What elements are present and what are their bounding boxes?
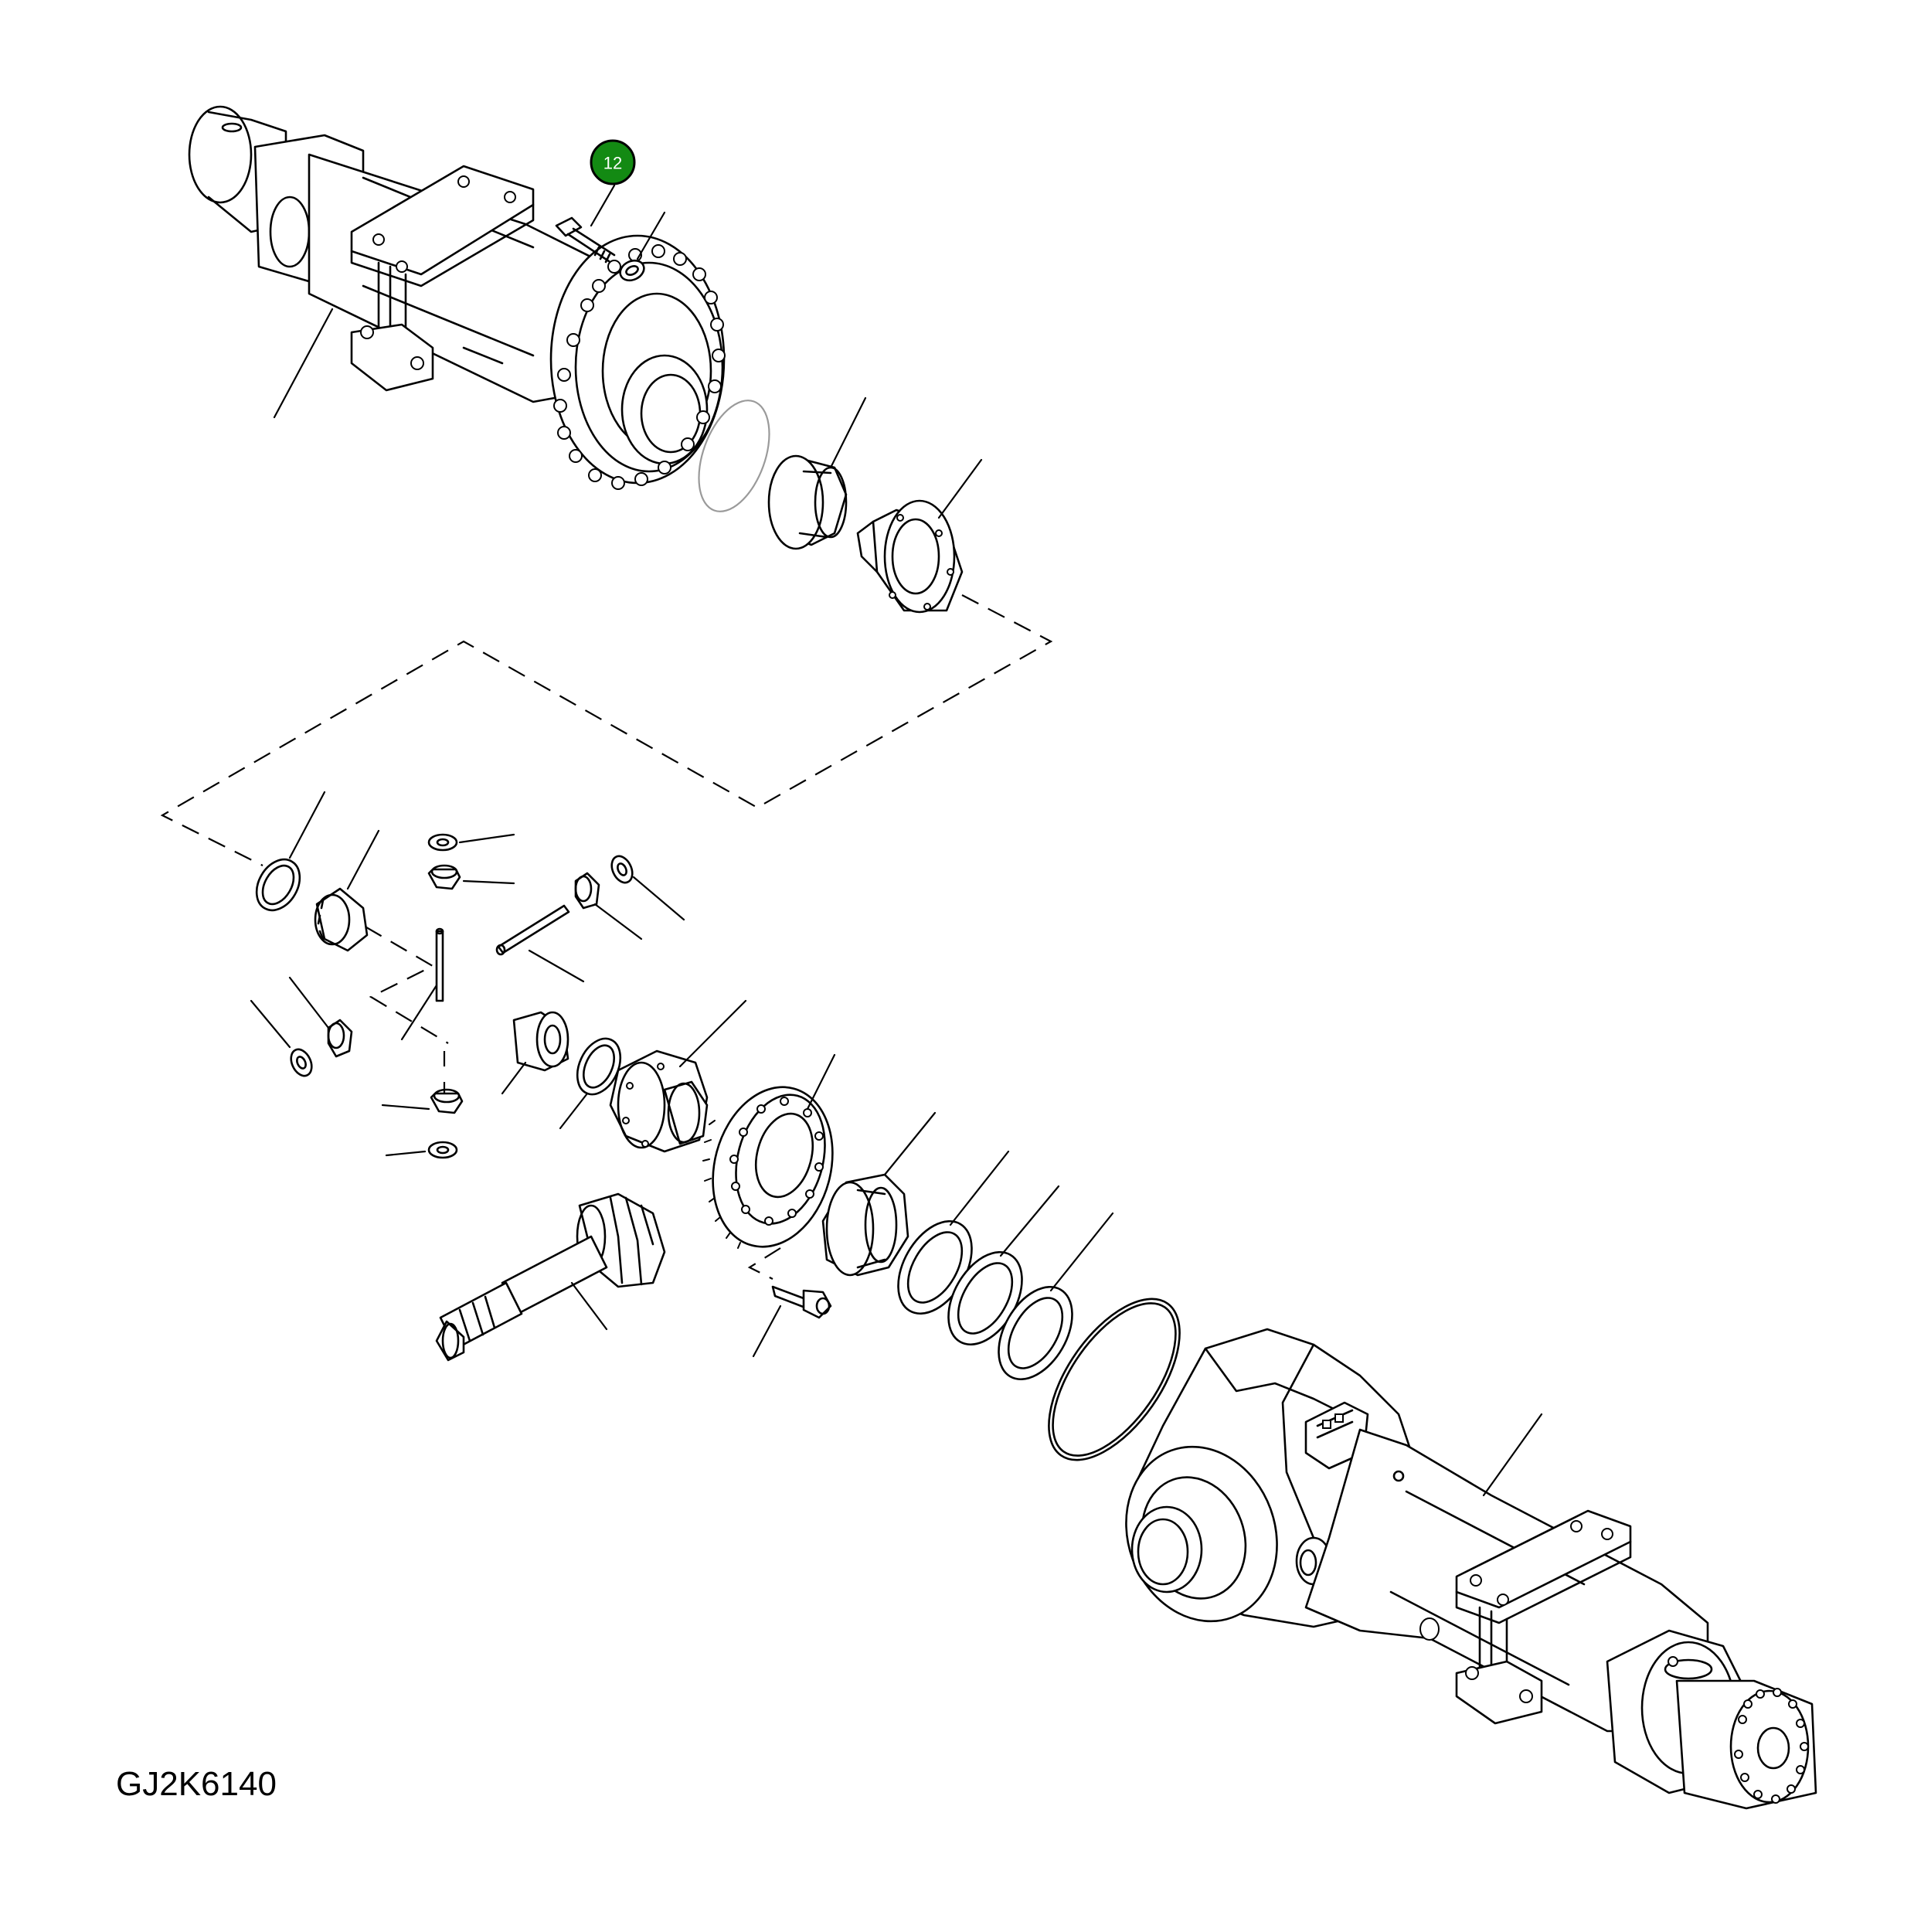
callout-12[interactable]: 12 xyxy=(590,139,636,185)
shim-stack xyxy=(897,1150,1114,1381)
assembly-line-bolt xyxy=(747,1247,781,1280)
shim xyxy=(698,400,770,512)
differential-parts xyxy=(250,791,836,1362)
hub-bolt-holes xyxy=(1734,1688,1809,1804)
assembly-line-gear xyxy=(339,911,449,1044)
bolt-and-washer-part-12 xyxy=(555,184,666,282)
callout-marker[interactable] xyxy=(590,139,636,185)
callout-label: 12 xyxy=(603,154,622,173)
assembly-line-upper xyxy=(160,594,1053,866)
differential-case-half-upper xyxy=(856,458,983,614)
upper-bearing xyxy=(767,396,867,550)
figure-code: GJ2K6140 xyxy=(116,1765,277,1803)
flange-bolt-holes xyxy=(553,244,726,490)
ring-gear-holes xyxy=(729,1097,824,1226)
large-o-ring xyxy=(1048,1298,1181,1461)
lower-bearing xyxy=(821,1111,937,1277)
lower-axle-housing xyxy=(1125,1328,1817,1810)
upper-axle-housing xyxy=(188,105,726,490)
